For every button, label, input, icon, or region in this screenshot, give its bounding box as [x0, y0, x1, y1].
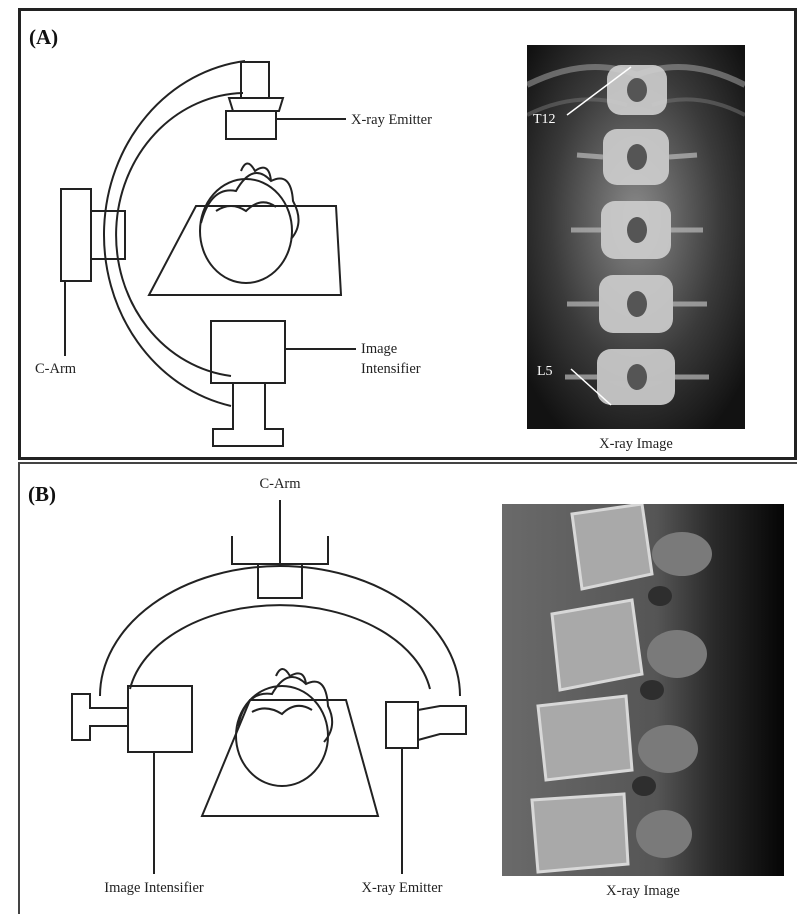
xray-emitter-body [386, 702, 418, 748]
c-arm-arc [100, 566, 460, 696]
xray-image-ap: T12 L5 [527, 45, 745, 429]
panel-b-diagram: C-Arm Image Intensifier X-ray Emitter [20, 464, 500, 914]
patient-head [200, 179, 292, 283]
t12-label: T12 [533, 112, 556, 127]
panel-a-diagram: X-ray Emitter C-Arm Image Intensifier [21, 11, 521, 457]
patient-table [149, 206, 341, 295]
xray-emitter-label: X-ray Emitter [362, 880, 443, 896]
xray-emitter-body [241, 62, 269, 98]
panel-b: (B) C-Arm Image I [18, 462, 797, 914]
image-intensifier-body [128, 686, 192, 752]
image-intensifier-label: Image Intensifier [104, 880, 204, 896]
patient-table [202, 700, 378, 816]
xray-caption-a: X-ray Image [599, 436, 673, 452]
c-arm-label: C-Arm [35, 361, 77, 377]
c-arm-mount [91, 211, 125, 259]
image-intensifier-label-2: Intensifier [361, 361, 421, 377]
image-intensifier-label-1: Image [361, 341, 397, 357]
xray-caption-b: X-ray Image [606, 883, 680, 899]
xray-emitter-label: X-ray Emitter [351, 112, 432, 128]
c-arm-label: C-Arm [259, 476, 301, 492]
panel-a: (A) X-ray Emit [18, 8, 797, 460]
l5-label: L5 [537, 364, 553, 379]
xray-image-lateral [502, 504, 784, 876]
image-intensifier-shape [72, 694, 128, 740]
